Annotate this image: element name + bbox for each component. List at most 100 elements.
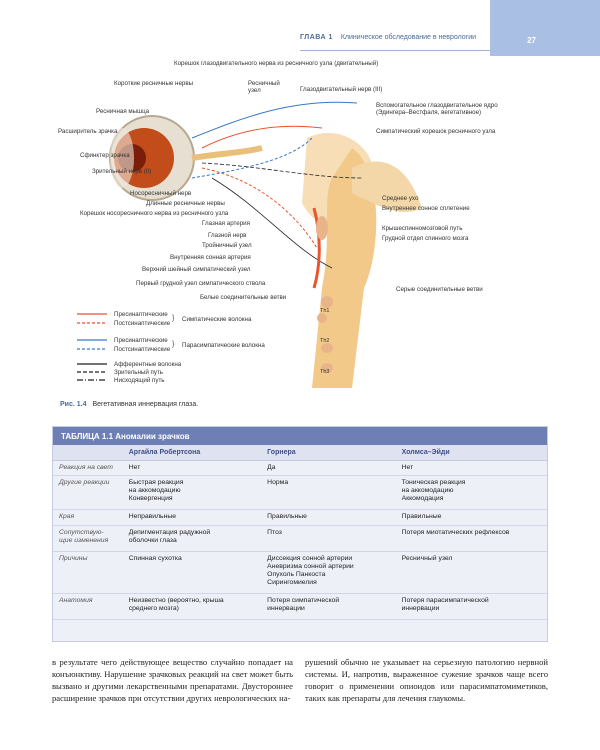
legend-item-2: Постсинаптические <box>114 320 171 327</box>
table-row: Реакция на свет Нет Да Нет <box>53 461 547 476</box>
caption-number: Рис. 1.4 <box>60 401 87 408</box>
label-gray-rami: Серые соединительные ветви <box>396 286 483 293</box>
table-row: Причины Спинная сухотка Диссекция сонной а… <box>53 552 547 594</box>
table-header-horner: Горнера <box>267 449 296 456</box>
legend-item-1: Пресинаптические <box>114 311 168 318</box>
cell-horner: Правильные <box>267 513 307 520</box>
cell-adie: Тоническая реакция на аккомодацию Аккомо… <box>401 479 466 502</box>
pupil-anomalies-table: ТАБЛИЦА 1.1 Аномалии зрачков Аргайла Роб… <box>52 426 548 642</box>
chapter-title: Клиническое обследование в неврологии <box>340 34 477 41</box>
table-header-row: Аргайла Робертсона Горнера Холмса–Эйди <box>53 445 547 461</box>
cell-adie: Ресничный узел <box>401 555 453 562</box>
label-oculomotor-nerve: Глазодвигательный нерв (III) <box>300 86 383 93</box>
legend-item-3: Пресинаптические <box>114 337 168 344</box>
cell-horner: Потеря симпатической иннервации <box>267 597 340 612</box>
trigeminal-ganglion <box>316 216 328 240</box>
label-th2: Th2 <box>320 338 330 344</box>
label-superior-cervical: Верхний шейный симпатический узел <box>142 266 251 273</box>
cell-argyll: Быстрая реакция на аккомодацию Конверген… <box>128 479 184 502</box>
row-label: Края <box>59 513 75 520</box>
cell-adie: Нет <box>401 464 414 471</box>
label-carotid-plexus: Внутреннее сонное сплетение <box>382 205 470 212</box>
caption-text: Вегетативная иннервация глаза. <box>92 401 199 408</box>
anatomy-figure: } } Корешок глазодвигательного нерва из … <box>52 58 552 388</box>
label-white-rami: Белые соединительные ветви <box>200 294 287 301</box>
cell-adie: Правильные <box>401 513 442 520</box>
label-sphincter: Сфинктер зрачка <box>80 152 130 159</box>
label-short-ciliary: Короткие ресничные нервы <box>114 80 194 87</box>
cornea <box>110 128 134 188</box>
th3-ganglion <box>321 363 333 373</box>
label-middle-ear: Среднее ухо <box>382 195 419 202</box>
cell-horner: Да <box>267 464 276 471</box>
superior-cervical-ganglion <box>321 296 333 308</box>
page-number: 27 <box>527 36 536 45</box>
row-label: Другие реакции <box>59 479 110 486</box>
visual-pathway <box>201 162 363 179</box>
table-row: Другие реакции Быстрая реакция на аккомод… <box>53 476 547 510</box>
legend-item-4: Постсинаптические <box>114 346 171 353</box>
label-nasociliary-root: Корешок носоресничного нерва из реснично… <box>80 210 229 217</box>
page-tab <box>490 0 600 56</box>
label-ciliary-muscle: Ресничная мышца <box>96 108 150 115</box>
running-header: ГЛАВА 1 Клиническое обследование в невро… <box>300 34 500 50</box>
label-ophthalmic-artery: Глазная артерия <box>202 220 250 227</box>
brain-area-shape <box>352 161 422 213</box>
row-label: Сопутствую- щие изменения <box>59 529 109 544</box>
legend-item-6: Зрительный путь <box>114 369 164 376</box>
label-internal-carotid: Внутренняя сонная артерия <box>170 254 251 261</box>
figure-caption: Рис. 1.4 Вегетативная иннервация глаза. <box>60 401 198 408</box>
label-long-ciliary: Длинные ресничные нервы <box>146 200 225 207</box>
label-ciliary-ganglion: Ресничный узел <box>248 80 280 94</box>
spinal-cord-shape <box>312 148 377 388</box>
legend-group-sympathetic: Симпатические волокна <box>182 316 252 323</box>
label-optic-nerve: Зрительный нерв (II) <box>92 168 152 175</box>
label-ophthalmic-nerve: Глазной нерв <box>208 232 247 239</box>
legend-item-7: Нисходящий путь <box>114 377 165 384</box>
blue-fiber-1 <box>191 101 358 139</box>
optic-nerve <box>191 145 263 161</box>
anatomy-illustration: } } <box>77 101 422 388</box>
cell-argyll: Депигментация радужной оболочки глаза <box>128 529 211 544</box>
red-fiber-1 <box>201 125 323 149</box>
table-row: Сопутствую- щие изменения Депигментация р… <box>53 526 547 552</box>
label-tectospinal: Крышеспинномозговой путь <box>382 225 463 232</box>
table-row: Края Неправильные Правильные Правильные <box>53 510 547 526</box>
cell-horner: Норма <box>267 479 289 486</box>
cell-argyll: Нет <box>128 464 141 471</box>
cell-adie: Потеря миотатических рефлексов <box>401 529 510 536</box>
cell-argyll: Неправильные <box>128 513 176 520</box>
label-first-thoracic: Первый грудной узел симпатического ствол… <box>136 280 266 287</box>
label-trigeminal-ganglion: Тройничный узел <box>202 242 252 249</box>
first-thoracic-ganglion <box>317 313 327 323</box>
label-th3: Th3 <box>320 369 330 375</box>
cell-argyll: Спинная сухотка <box>128 555 182 562</box>
table-row: Анатомия Неизвестно (вероятно, крыша сред… <box>53 594 547 620</box>
cell-horner: Диссекция сонной артерии Аневризма сонно… <box>267 555 354 586</box>
cell-argyll: Неизвестно (вероятно, крыша среднего моз… <box>128 597 224 612</box>
label-thoracic-cord: Грудной отдел спинного мозга <box>382 235 469 242</box>
table-header-empty <box>53 445 123 460</box>
label-oculomotor-root: Корешок глазодвигательного нерва из ресн… <box>174 60 379 67</box>
label-th1: Th1 <box>320 308 330 314</box>
th2-ganglion <box>321 343 333 353</box>
red-fiber-2 <box>201 167 318 249</box>
label-edinger-westphal: Вспомогательное глазодвигательное ядро (… <box>376 102 498 116</box>
row-label: Анатомия <box>59 597 93 604</box>
legend-item-5: Афферентные волокна <box>114 361 182 368</box>
body-text-left: в результате чего действующее вещество с… <box>52 657 293 703</box>
header-rule <box>300 50 490 51</box>
legend-group-parasympathetic: Парасимпатические волокна <box>182 342 265 349</box>
table-header-argyll: Аргайла Робертсона <box>128 449 201 456</box>
row-label: Реакция на свет <box>59 464 113 471</box>
table-header-adie: Холмса–Эйди <box>401 449 450 456</box>
label-nasociliary: Носоресничный нерв <box>130 190 192 197</box>
row-label: Причины <box>59 555 88 562</box>
label-sympathetic-root: Симпатический корешок ресничного узла <box>376 128 496 135</box>
body-text-right: рушений обычно не указывает на серьезную… <box>305 657 548 703</box>
cell-horner: Птоз <box>267 529 282 536</box>
blue-fiber-2 <box>191 137 313 179</box>
chapter-label: ГЛАВА 1 <box>300 34 333 41</box>
